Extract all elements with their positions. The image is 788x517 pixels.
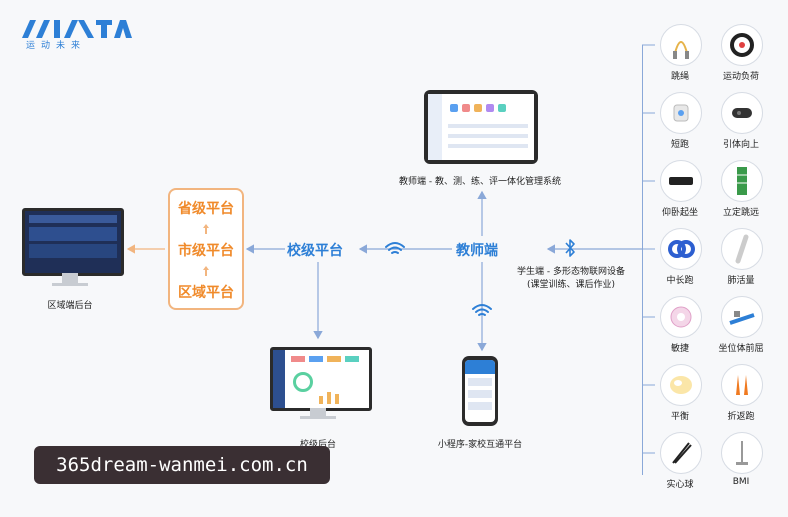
- device-label: 敏捷: [670, 344, 689, 354]
- situp-device-icon: [660, 160, 702, 202]
- agility-pad-icon: [660, 296, 702, 338]
- school-backend-monitor: [270, 347, 372, 411]
- wifi-icon: [385, 242, 405, 254]
- device-label: 坐位体前屈: [718, 344, 764, 354]
- regional-platform-box: 省级平台 市级平台 区域平台: [168, 188, 244, 310]
- city-platform-label: 市级平台: [178, 243, 234, 259]
- wifi-icon: [472, 304, 492, 316]
- sit-reach-icon: [721, 296, 763, 338]
- teacher-system-caption: 教师端 - 教、测、练、评一体化管理系统: [399, 177, 561, 187]
- district-backend-caption: 区域端后台: [47, 301, 93, 311]
- device-label: 引体向上: [722, 140, 759, 150]
- bluetooth-icon: [565, 239, 575, 257]
- device-label: 运动负荷: [722, 72, 759, 82]
- device-label: BMI: [732, 477, 750, 487]
- student-caption-sub: (课堂训练、课后作业): [526, 280, 616, 290]
- pullup-sensor-icon: [721, 92, 763, 134]
- cone-icon: [721, 364, 763, 406]
- device-label: 实心球: [666, 480, 694, 490]
- logo-subtitle: 运动未来: [26, 41, 87, 51]
- teacher-tablet: [424, 90, 538, 164]
- school-platform-label: 校级平台: [287, 243, 343, 259]
- jump-rope-icon: [660, 24, 702, 66]
- long-jump-mat-icon: [721, 160, 763, 202]
- medicine-ball-icon: [660, 432, 702, 474]
- company-logo: [22, 20, 132, 38]
- device-label: 中长跑: [666, 276, 694, 286]
- up-arrow-icon: [203, 224, 209, 234]
- district-backend-monitor: [22, 208, 124, 276]
- student-caption: 学生端 - 多形态物联网设备: [517, 267, 625, 277]
- province-platform-label: 省级平台: [178, 201, 234, 217]
- watermark-banner: 365dream-wanmei.com.cn: [34, 446, 330, 484]
- balance-pad-icon: [660, 364, 702, 406]
- device-label: 跳绳: [670, 72, 689, 82]
- running-band-icon: [660, 228, 702, 270]
- device-label: 仰卧起坐: [661, 208, 698, 218]
- heart-band-icon: [721, 24, 763, 66]
- teacher-label: 教师端: [456, 243, 498, 259]
- school-backend-caption: 校级后台: [299, 440, 336, 450]
- device-label: 肺活量: [727, 276, 755, 286]
- device-label: 折返跑: [727, 412, 755, 422]
- sprint-sensor-icon: [660, 92, 702, 134]
- device-label: 立定跳远: [722, 208, 759, 218]
- device-label: 平衡: [670, 412, 689, 422]
- bmi-scale-icon: [721, 432, 763, 474]
- spirometer-icon: [721, 228, 763, 270]
- district-platform-label: 区域平台: [178, 285, 234, 301]
- device-label: 短跑: [670, 140, 689, 150]
- miniapp-caption: 小程序-家校互通平台: [437, 440, 523, 450]
- up-arrow-icon: [203, 266, 209, 276]
- miniapp-phone: [462, 356, 498, 426]
- device-bus-line: [642, 45, 643, 475]
